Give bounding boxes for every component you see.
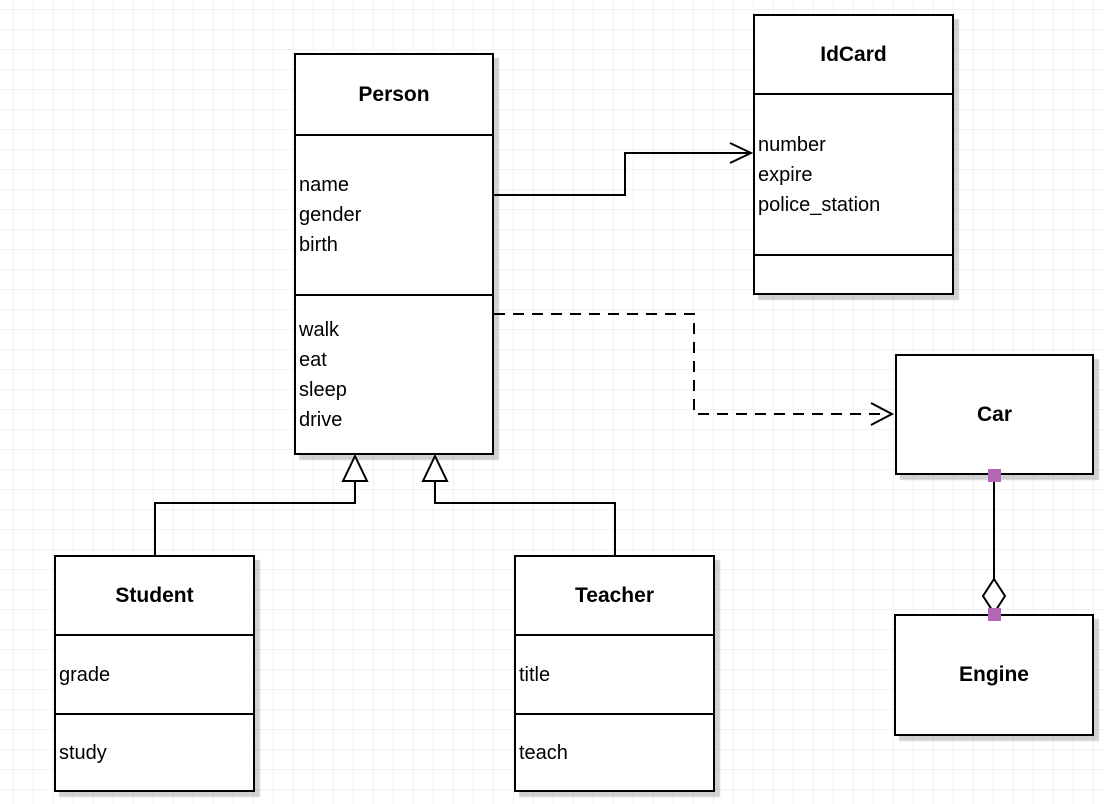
class-person-title: Person [358,82,430,106]
class-teacher-attributes: title [516,634,713,713]
method: eat [299,348,327,371]
method: study [59,741,107,764]
aggregation-car-engine[interactable] [981,469,1007,621]
dependency-person-car[interactable] [494,313,895,426]
class-idcard-attributes: number expire police_station [755,93,952,254]
method: teach [519,741,568,764]
method: walk [299,318,340,341]
association-person-idcard[interactable] [494,142,754,196]
attribute: name [299,174,350,196]
open-arrowhead-icon [870,402,895,426]
attribute: grade [59,663,111,686]
method: drive [299,408,343,431]
class-student-attributes: grade [56,634,253,713]
class-idcard[interactable]: IdCard number expire police_station [753,14,954,295]
class-student-title: Student [115,583,194,607]
attribute: gender [299,204,362,226]
class-person-attributes: name gender birth [296,134,492,294]
generalization-teacher-person[interactable] [421,453,616,555]
hollow-triangle-arrowhead-icon [421,453,449,482]
class-student-methods: study [56,713,253,790]
class-engine[interactable]: Engine [894,614,1094,736]
hollow-triangle-arrowhead-icon [341,453,369,482]
hollow-diamond-icon [981,577,1007,615]
association-line[interactable] [494,152,749,196]
class-teacher[interactable]: Teacher title teach [514,555,715,792]
class-person[interactable]: Person name gender birth walk eat sleep … [294,53,494,455]
attribute: number [758,133,826,156]
class-car-title: Car [976,402,1013,426]
attribute: police_station [758,193,881,216]
class-student[interactable]: Student grade study [54,555,255,792]
dependency-line[interactable] [494,313,888,415]
class-teacher-title: Teacher [575,583,654,607]
class-person-methods: walk eat sleep drive [296,294,492,453]
generalization-line[interactable] [154,481,356,555]
generalization-student-person[interactable] [154,453,369,555]
class-engine-title: Engine [958,663,1029,686]
generalization-line[interactable] [434,481,616,555]
open-arrowhead-icon [729,142,754,164]
attribute: expire [758,163,813,186]
class-idcard-methods [755,254,952,293]
class-idcard-title: IdCard [820,42,887,66]
attribute: birth [299,234,338,256]
class-teacher-methods: teach [516,713,713,790]
attribute: title [519,663,551,686]
class-car[interactable]: Car [895,354,1094,475]
method: sleep [299,378,347,401]
